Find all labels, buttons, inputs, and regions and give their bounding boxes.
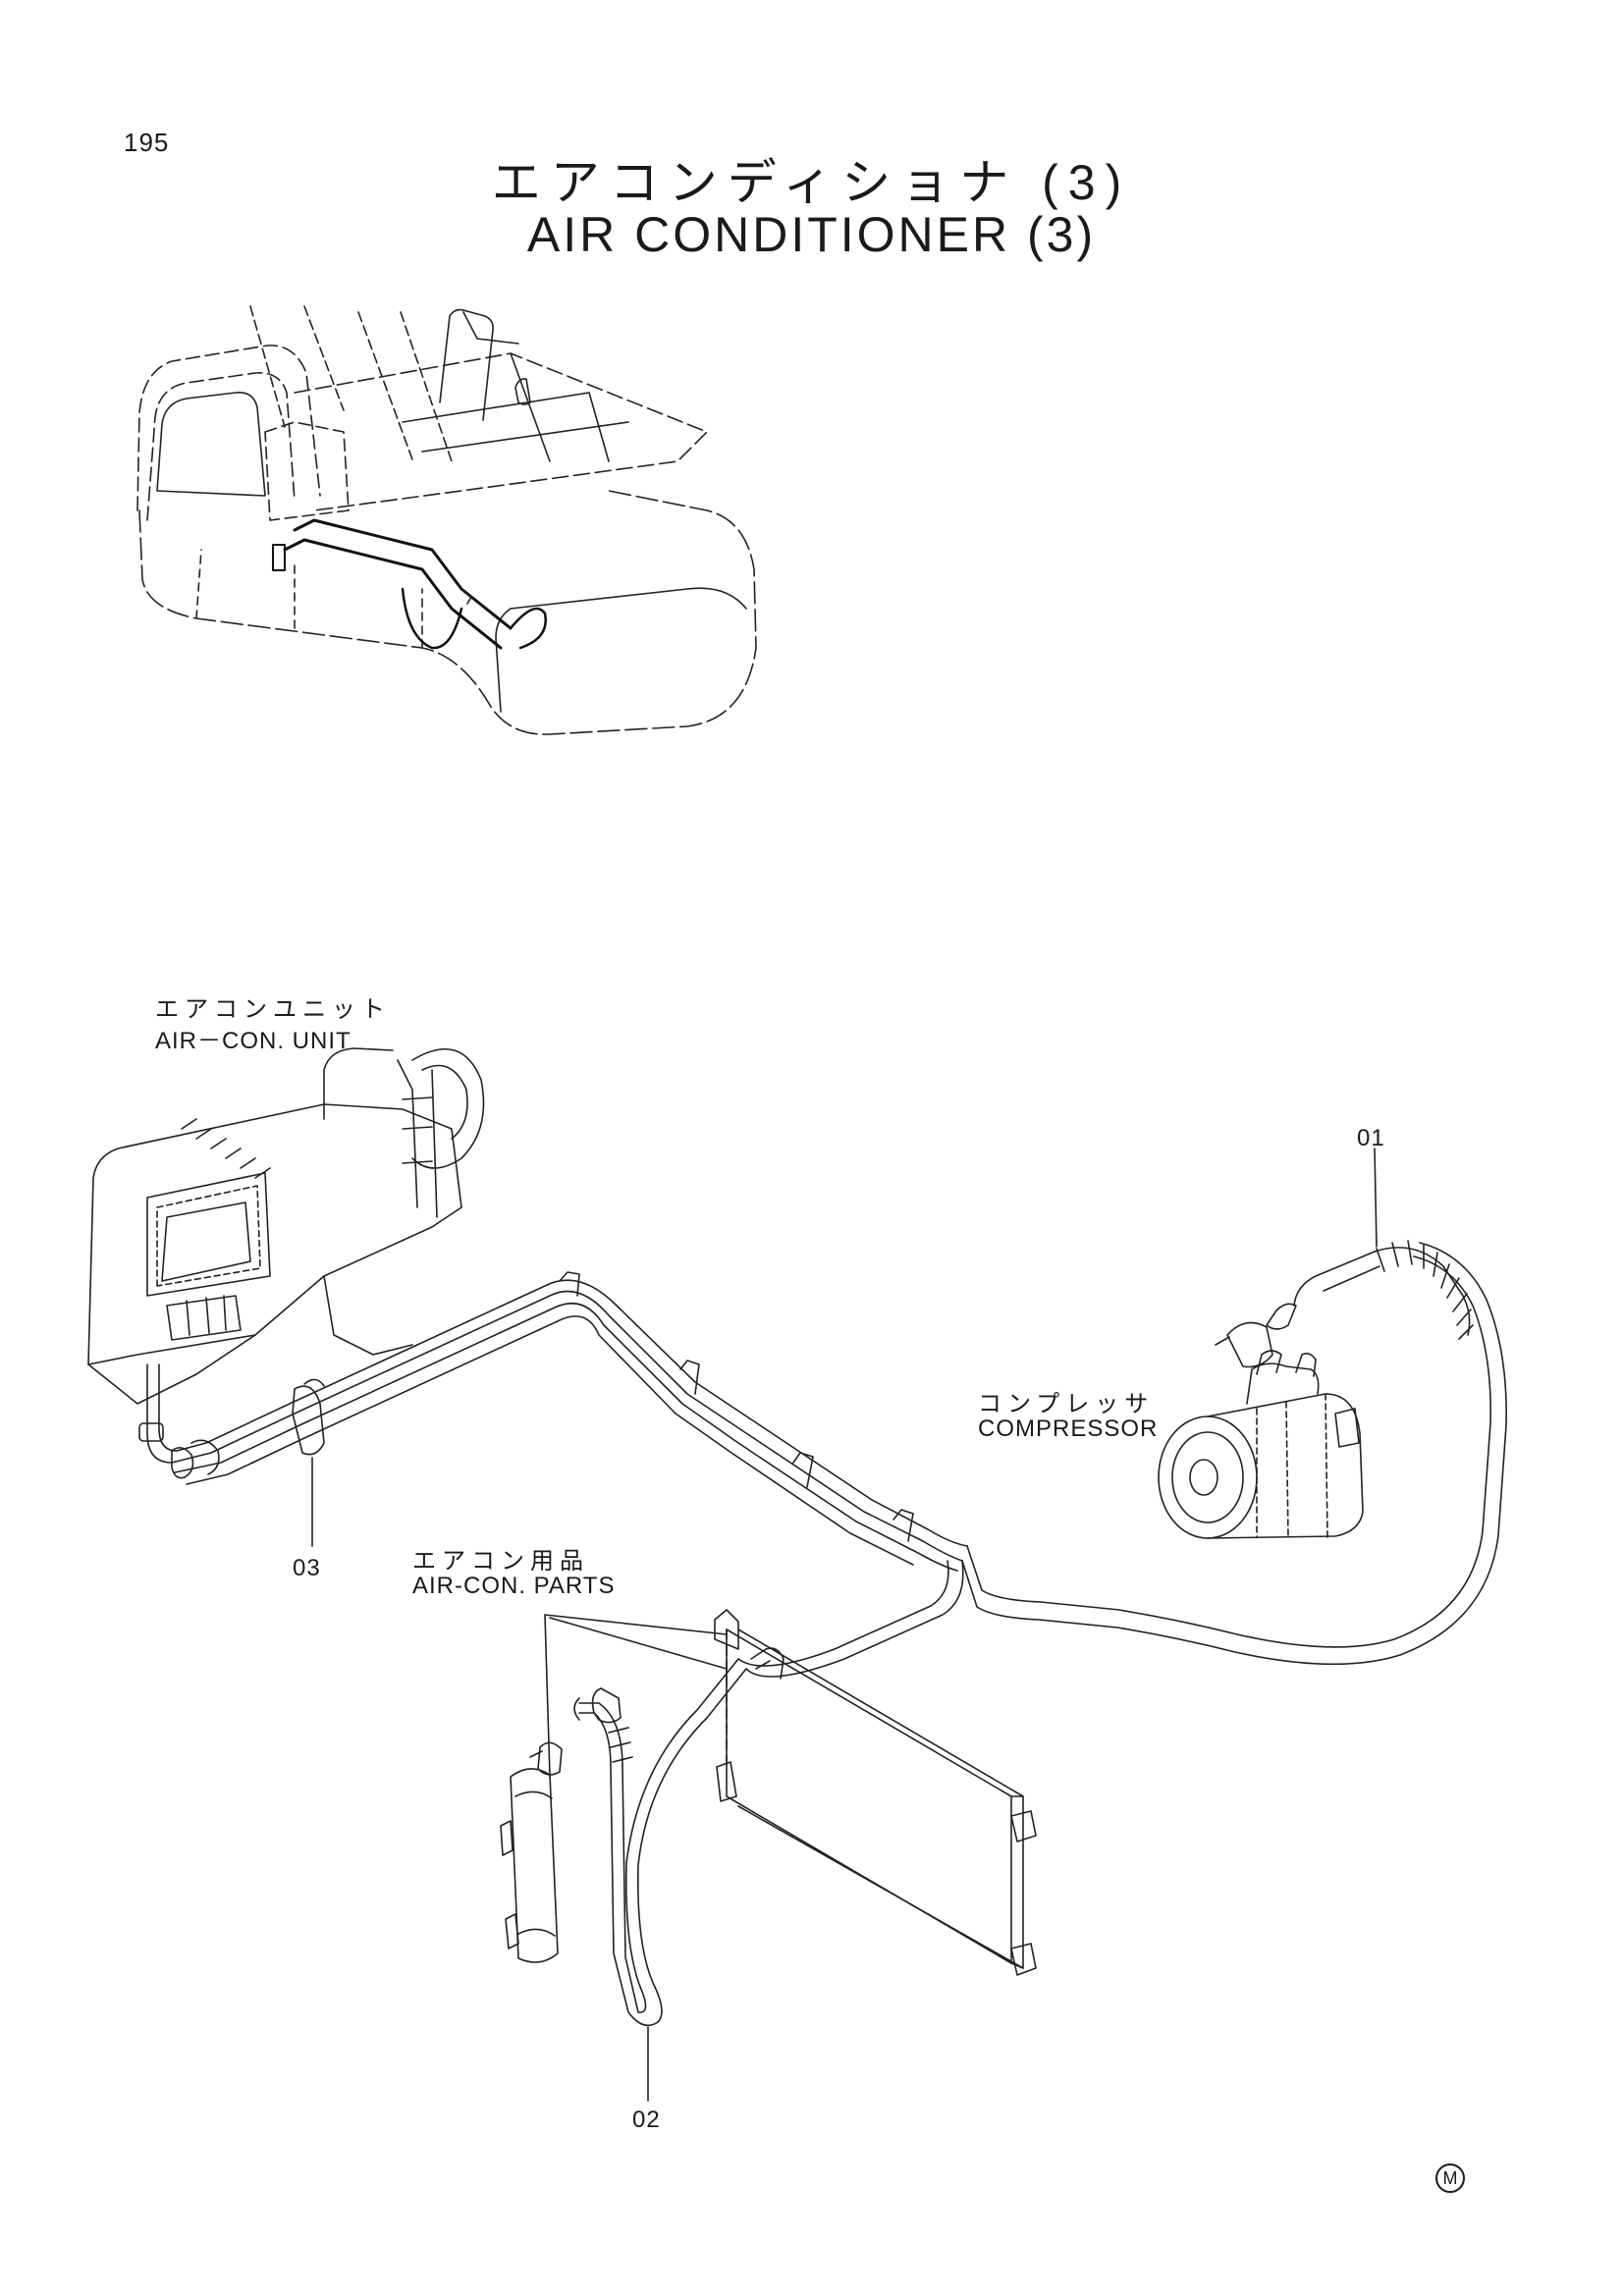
compressor bbox=[1159, 1351, 1363, 1538]
unit-bracket bbox=[88, 1335, 255, 1404]
cab-window bbox=[157, 393, 265, 496]
hose-01-spiral bbox=[1375, 1241, 1473, 1339]
unit-housing bbox=[88, 1104, 461, 1364]
label-aircon-parts-en: AIR-CON. PARTS bbox=[412, 1573, 616, 1599]
dryer-bracket bbox=[501, 1821, 518, 1949]
condenser bbox=[715, 1610, 1036, 1975]
unit-blower bbox=[412, 1049, 484, 1168]
hose-01 bbox=[962, 1241, 1506, 1664]
unit-vents bbox=[182, 1119, 270, 1178]
hose-01-fitting bbox=[1216, 1323, 1272, 1367]
excavator-overview bbox=[137, 306, 756, 734]
handrail bbox=[440, 310, 518, 420]
label-aircon-unit-en: AIR－CON. UNIT bbox=[155, 1028, 352, 1054]
title-japanese: エアコンディショナ (3) bbox=[491, 155, 1132, 210]
label-compressor-ja: コンプレッサ bbox=[978, 1391, 1155, 1417]
leader-01 bbox=[1375, 1148, 1377, 1247]
compressor-pulley bbox=[1159, 1416, 1257, 1538]
clamp-03 bbox=[293, 1386, 324, 1454]
hose-02-fitting bbox=[574, 1688, 621, 1723]
label-aircon-unit-ja: エアコンユニット bbox=[155, 996, 391, 1023]
condenser-frame bbox=[727, 1629, 1011, 1963]
callout-01: 01 bbox=[1357, 1125, 1385, 1151]
boom bbox=[250, 306, 452, 461]
leader-aircon-parts bbox=[545, 1615, 727, 1777]
counterweight bbox=[139, 491, 756, 734]
receiver-dryer bbox=[501, 1742, 562, 1962]
corner-mark: M bbox=[1435, 2163, 1465, 2193]
unit-relays bbox=[167, 1296, 241, 1340]
callout-02: 02 bbox=[632, 2107, 661, 2133]
hose-02 bbox=[574, 1561, 963, 2025]
page-number: 195 bbox=[124, 128, 170, 157]
aircon-unit bbox=[88, 1048, 484, 1404]
label-compressor-en: COMPRESSOR bbox=[978, 1415, 1159, 1442]
cab bbox=[137, 346, 320, 520]
cab-window-front bbox=[265, 422, 349, 520]
title-english: AIR CONDITIONER (3) bbox=[526, 207, 1097, 262]
unit-pipe-stub bbox=[398, 1060, 437, 1217]
label-aircon-parts-ja: エアコン用品 bbox=[412, 1548, 589, 1575]
callout-03: 03 bbox=[293, 1555, 321, 1581]
engine-cover bbox=[295, 353, 707, 510]
condenser-bracket-top bbox=[715, 1610, 738, 1649]
hose-03 bbox=[139, 1272, 967, 1571]
aircon-piping-overview bbox=[285, 520, 511, 648]
